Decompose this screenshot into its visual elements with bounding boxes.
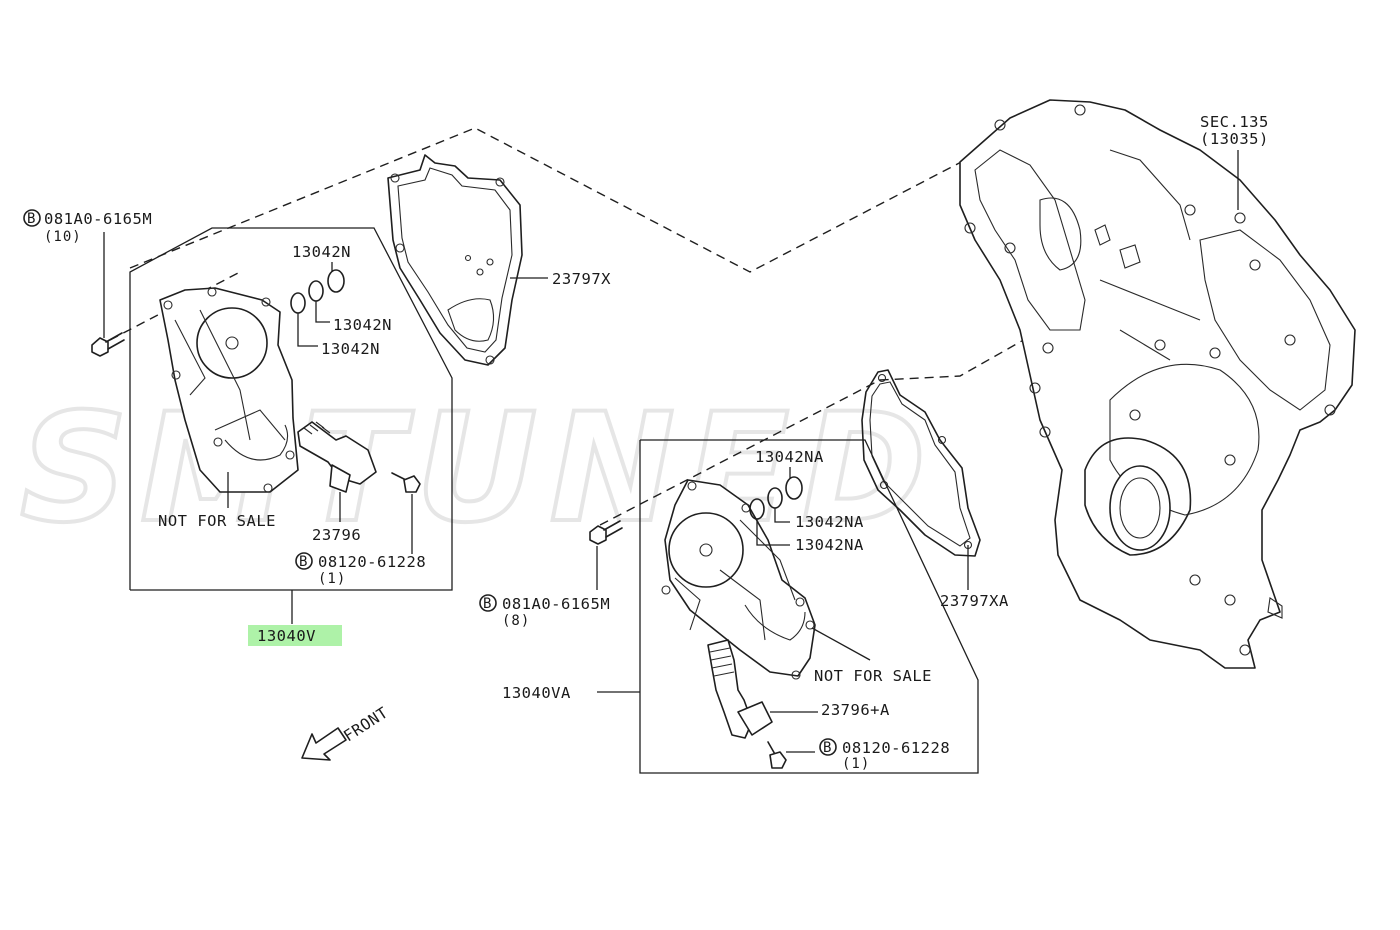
right-ring-top-label: 13042NA bbox=[755, 448, 824, 466]
right-bolt-side-part bbox=[589, 520, 623, 590]
right-side-bolt-badge-text: B bbox=[483, 596, 492, 612]
left-group-labels: B 081A0-6165M (10) 13042N 13042N 13042N … bbox=[23, 209, 426, 646]
right-side-bolt-badge bbox=[479, 594, 497, 612]
left-top-bolt-qty: (10) bbox=[44, 229, 82, 245]
gasket-right-part bbox=[861, 369, 981, 590]
left-bolt-bottom-part bbox=[391, 472, 421, 554]
left-bottom-bolt-badge-text: B bbox=[299, 554, 308, 570]
left-bottom-bolt-badge bbox=[295, 552, 313, 570]
section-ref-line1: SEC.135 bbox=[1200, 113, 1269, 131]
front-arrow-icon bbox=[301, 727, 347, 761]
right-timing-cover-part bbox=[661, 479, 871, 680]
left-assembly-box bbox=[129, 227, 453, 624]
left-top-bolt-badge bbox=[23, 209, 41, 227]
right-bottom-bolt-badge-text: B bbox=[823, 740, 832, 756]
right-assembly-box bbox=[597, 439, 979, 774]
right-bottom-bolt-badge bbox=[819, 738, 837, 756]
right-bottom-bolt-qty: (1) bbox=[842, 756, 870, 772]
left-bottom-bolt-code: 08120-61228 bbox=[318, 553, 426, 571]
right-seal-rings bbox=[749, 467, 803, 546]
right-ring-mid-label: 13042NA bbox=[795, 513, 864, 531]
engine-timing-cover-part bbox=[959, 99, 1356, 669]
left-bottom-bolt-qty: (1) bbox=[318, 571, 346, 587]
gasket-left-label: 23797X bbox=[552, 270, 611, 288]
left-timing-cover-part bbox=[159, 287, 299, 493]
right-bolt-bottom-part bbox=[767, 741, 815, 769]
left-solenoid-part bbox=[297, 421, 377, 522]
right-solenoid-label: 23796+A bbox=[821, 701, 890, 719]
right-bottom-bolt-code: 08120-61228 bbox=[842, 739, 950, 757]
left-not-for-sale: NOT FOR SALE bbox=[158, 512, 276, 530]
right-solenoid-part bbox=[707, 639, 818, 739]
watermark-text: SMTUNED bbox=[20, 382, 938, 556]
section-ref-line2: (13035) bbox=[1200, 130, 1269, 148]
left-assembly-label[interactable]: 13040V bbox=[257, 627, 316, 645]
left-solenoid-label: 23796 bbox=[312, 526, 361, 544]
right-not-for-sale: NOT FOR SALE bbox=[814, 667, 932, 685]
left-ring-low-label: 13042N bbox=[321, 340, 380, 358]
left-top-bolt-code: 081A0-6165M bbox=[44, 210, 152, 228]
right-side-bolt-qty: (8) bbox=[502, 613, 530, 629]
left-ring-mid-label: 13042N bbox=[333, 316, 392, 334]
left-ring-top-label: 13042N bbox=[292, 243, 351, 261]
right-side-bolt-code: 081A0-6165M bbox=[502, 595, 610, 613]
left-seal-rings bbox=[290, 262, 345, 347]
left-bolt-top-part bbox=[91, 232, 125, 357]
assembly-highlight bbox=[248, 625, 342, 646]
gasket-left-part bbox=[387, 154, 548, 366]
left-top-bolt-badge-text: B bbox=[27, 211, 36, 227]
gasket-right-label: 23797XA bbox=[940, 592, 1009, 610]
right-ring-low-label: 13042NA bbox=[795, 536, 864, 554]
right-group-labels: 13042NA 13042NA 13042NA B 081A0-6165M (8… bbox=[479, 448, 950, 772]
right-assembly-label[interactable]: 13040VA bbox=[502, 684, 571, 702]
front-label: FRONT bbox=[340, 703, 391, 745]
